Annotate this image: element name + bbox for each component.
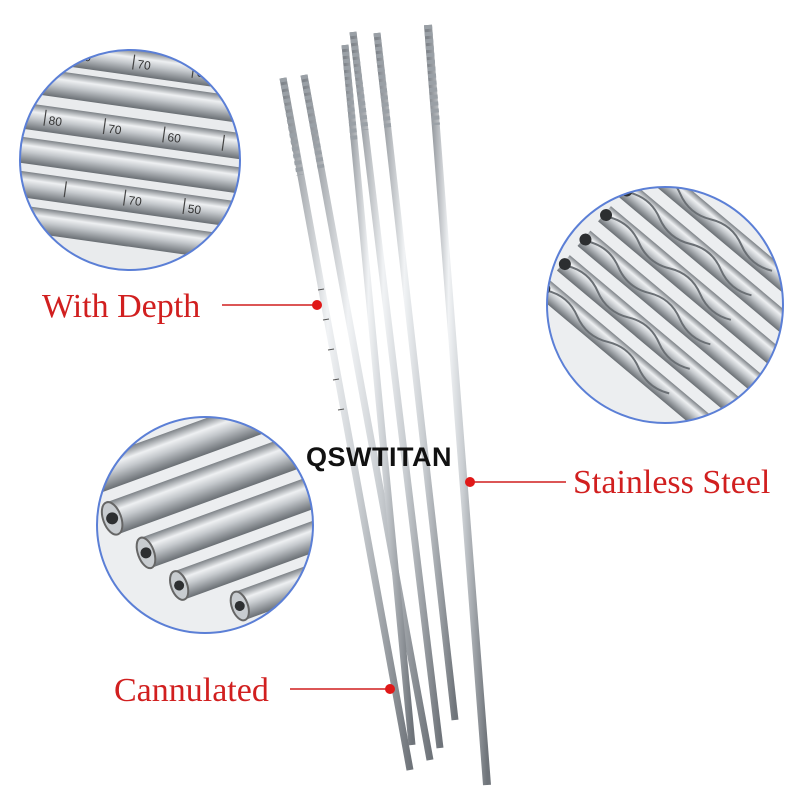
depth-number: 50	[187, 202, 202, 218]
stainless-label: Stainless Steel	[573, 464, 771, 501]
cannulated-closeup	[96, 416, 314, 634]
cannulated-label: Cannulated	[114, 672, 269, 709]
drill-bits	[279, 24, 491, 786]
depth-number: 70	[136, 57, 151, 73]
drill-bit	[349, 31, 444, 749]
drill-bit	[300, 74, 434, 761]
tips-closeup	[546, 186, 784, 424]
depth-number: 80	[48, 113, 63, 129]
drill-bit	[279, 77, 414, 771]
depth-closeup: 80 70 60 80 70 60 70 50	[19, 49, 241, 271]
cannulated-callout-dot	[385, 684, 395, 694]
drill-bit	[373, 32, 459, 721]
stainless-callout-dot	[465, 477, 475, 487]
drill-bit	[424, 24, 491, 786]
depth-callout-dot	[312, 300, 322, 310]
depth-number: 70	[127, 193, 142, 209]
drill-bit	[341, 44, 416, 746]
callout-connectors	[222, 300, 566, 694]
depth-marks	[317, 288, 345, 411]
depth-label: With Depth	[42, 288, 201, 325]
brand-watermark: QSWTITAN	[306, 442, 452, 472]
depth-number: 70	[107, 122, 122, 138]
depth-number: 60	[167, 130, 182, 146]
